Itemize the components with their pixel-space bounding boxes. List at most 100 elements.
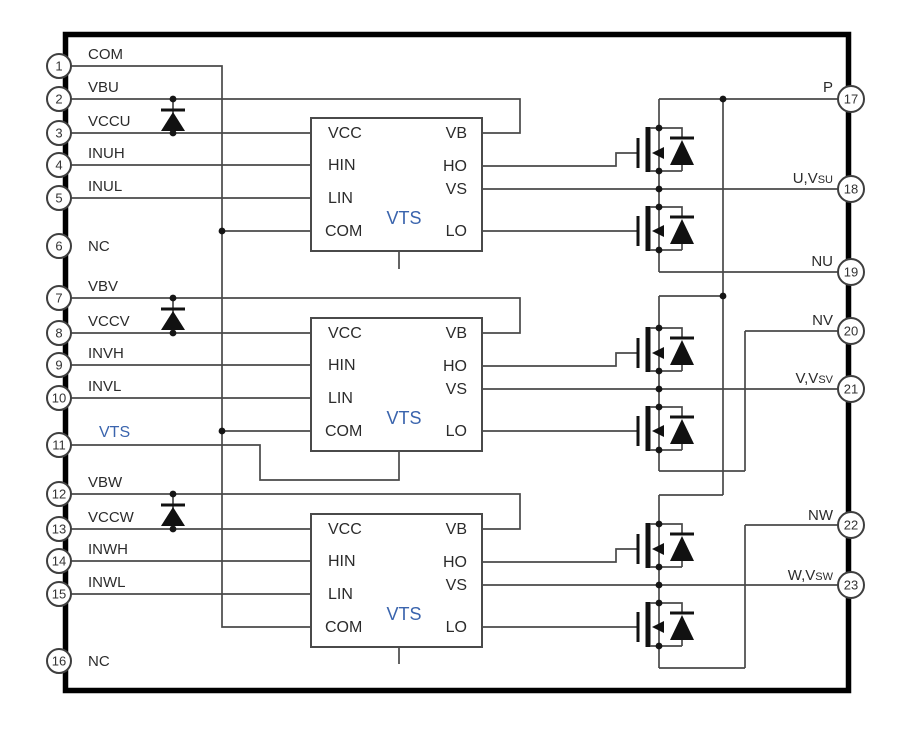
pin-terminal-16: 16 — [46, 648, 72, 674]
pin-terminal-1: 1 — [46, 53, 72, 79]
pin-label-vbv: VBV — [88, 278, 118, 295]
pin-number: 4 — [55, 158, 62, 173]
block-pin-label: HIN — [328, 157, 356, 174]
pin-terminal-7: 7 — [46, 285, 72, 311]
driver-block-outline — [310, 117, 483, 252]
block-pin-label: VCC — [328, 325, 362, 342]
wires — [71, 65, 838, 669]
pin-number: 16 — [52, 654, 66, 669]
pin-label-com: COM — [88, 46, 123, 63]
block-pin-label: HO — [443, 358, 467, 375]
pin-terminal-2: 2 — [46, 86, 72, 112]
mosfet-u-low-icon — [636, 206, 694, 251]
pin-label-inwh: INWH — [88, 541, 128, 558]
body-diode-triangle — [670, 340, 694, 365]
driver-block-outline — [310, 513, 483, 648]
block-pin-label: LO — [446, 619, 467, 636]
body-diode-leads — [659, 523, 683, 568]
right-pin-labels: P U,VSU NU NV V,VSV NW W,VSW — [788, 79, 834, 584]
pin-label-nc1: NC — [88, 238, 110, 255]
block-pin-label: LIN — [328, 190, 353, 207]
mosfet-arrow — [652, 225, 664, 237]
pin-number: 21 — [844, 382, 858, 397]
driver-block-u: VCC HIN LIN COM VB HO VS LO VTS — [310, 117, 483, 252]
block-pin-label: LIN — [328, 390, 353, 407]
pin-terminal-11: 11 — [46, 432, 72, 458]
block-pin-label: VS — [446, 381, 467, 398]
wire-ho-u — [482, 152, 637, 167]
pin-label-w-vsw: W,VSW — [788, 567, 834, 584]
mosfet-v-low-icon — [636, 406, 694, 451]
pin-terminal-19: 19 — [837, 258, 865, 286]
chip-name: VTS — [386, 208, 421, 228]
block-pin-label: COM — [325, 423, 362, 440]
body-diode-leads — [659, 406, 683, 451]
mosfet-arrow — [652, 543, 664, 555]
driver-block-v: VCC HIN LIN COM VB HO VS LO VTS — [310, 317, 483, 452]
pin-terminal-13: 13 — [46, 516, 72, 542]
pin-number: 10 — [52, 391, 66, 406]
pin-number: 23 — [844, 578, 858, 593]
pin-terminal-10: 10 — [46, 385, 72, 411]
block-pin-label: COM — [325, 619, 362, 636]
pin-label-vccv: VCCV — [88, 313, 130, 330]
block-pin-label: LO — [446, 223, 467, 240]
pin-label-vbu: VBU — [88, 79, 119, 96]
pin-terminal-8: 8 — [46, 320, 72, 346]
pin-terminal-15: 15 — [46, 581, 72, 607]
pin-terminal-5: 5 — [46, 185, 72, 211]
drain-source-stubs — [650, 127, 659, 172]
pin-number: 14 — [52, 554, 66, 569]
chip-name: VTS — [386, 408, 421, 428]
drain-source-stubs — [650, 523, 659, 568]
pin-number: 13 — [52, 522, 66, 537]
pin-number: 8 — [55, 326, 62, 341]
pin-number: 20 — [844, 324, 858, 339]
block-pin-label: VB — [446, 125, 467, 142]
pin-terminal-23: 23 — [837, 571, 865, 599]
body-diode-leads — [659, 127, 683, 172]
mosfet-u-high-icon — [636, 127, 694, 172]
wire-nv — [659, 330, 838, 472]
pin-terminal-18: 18 — [837, 175, 865, 203]
diode-anode-triangle — [161, 507, 185, 526]
pin-number: 11 — [52, 438, 66, 453]
diode-anode-triangle — [161, 311, 185, 330]
pin-number: 5 — [55, 191, 62, 206]
mosfet-arrow — [652, 147, 664, 159]
chip-name: VTS — [386, 604, 421, 624]
block-pin-label: HO — [443, 554, 467, 571]
wire-vbv — [71, 297, 521, 334]
bootstrap-diode-v-icon — [161, 307, 185, 330]
body-diode-triangle — [670, 419, 694, 444]
pin-number: 2 — [55, 92, 62, 107]
block-pin-label: VS — [446, 577, 467, 594]
mosfet-arrow — [652, 347, 664, 359]
mosfet-v-high-icon — [636, 327, 694, 372]
block-pin-label: HIN — [328, 357, 356, 374]
pin-terminal-3: 3 — [46, 120, 72, 146]
block-pin-label: LO — [446, 423, 467, 440]
body-diode-triangle — [670, 615, 694, 640]
wire-vbu — [71, 98, 521, 134]
pin-number: 22 — [844, 518, 858, 533]
pin-number: 9 — [55, 358, 62, 373]
mosfet-w-low-icon — [636, 602, 694, 647]
wire-com-bus — [71, 65, 311, 628]
body-diode-leads — [659, 602, 683, 647]
pin-label-vccu: VCCU — [88, 113, 131, 130]
pin-label-vts: VTS — [99, 424, 130, 441]
wire-vts-sense — [71, 444, 400, 481]
mosfet-arrow — [652, 425, 664, 437]
pin-label-v-vsv: V,VSV — [796, 370, 834, 387]
block-pin-label: HIN — [328, 553, 356, 570]
body-diode-triangle — [670, 536, 694, 561]
pin-terminal-22: 22 — [837, 511, 865, 539]
block-pin-label: VCC — [328, 125, 362, 142]
bootstrap-diode-u-icon — [161, 108, 185, 131]
wire-ho-v — [482, 352, 637, 367]
drain-source-stubs — [650, 327, 659, 372]
driver-block-outline — [310, 317, 483, 452]
